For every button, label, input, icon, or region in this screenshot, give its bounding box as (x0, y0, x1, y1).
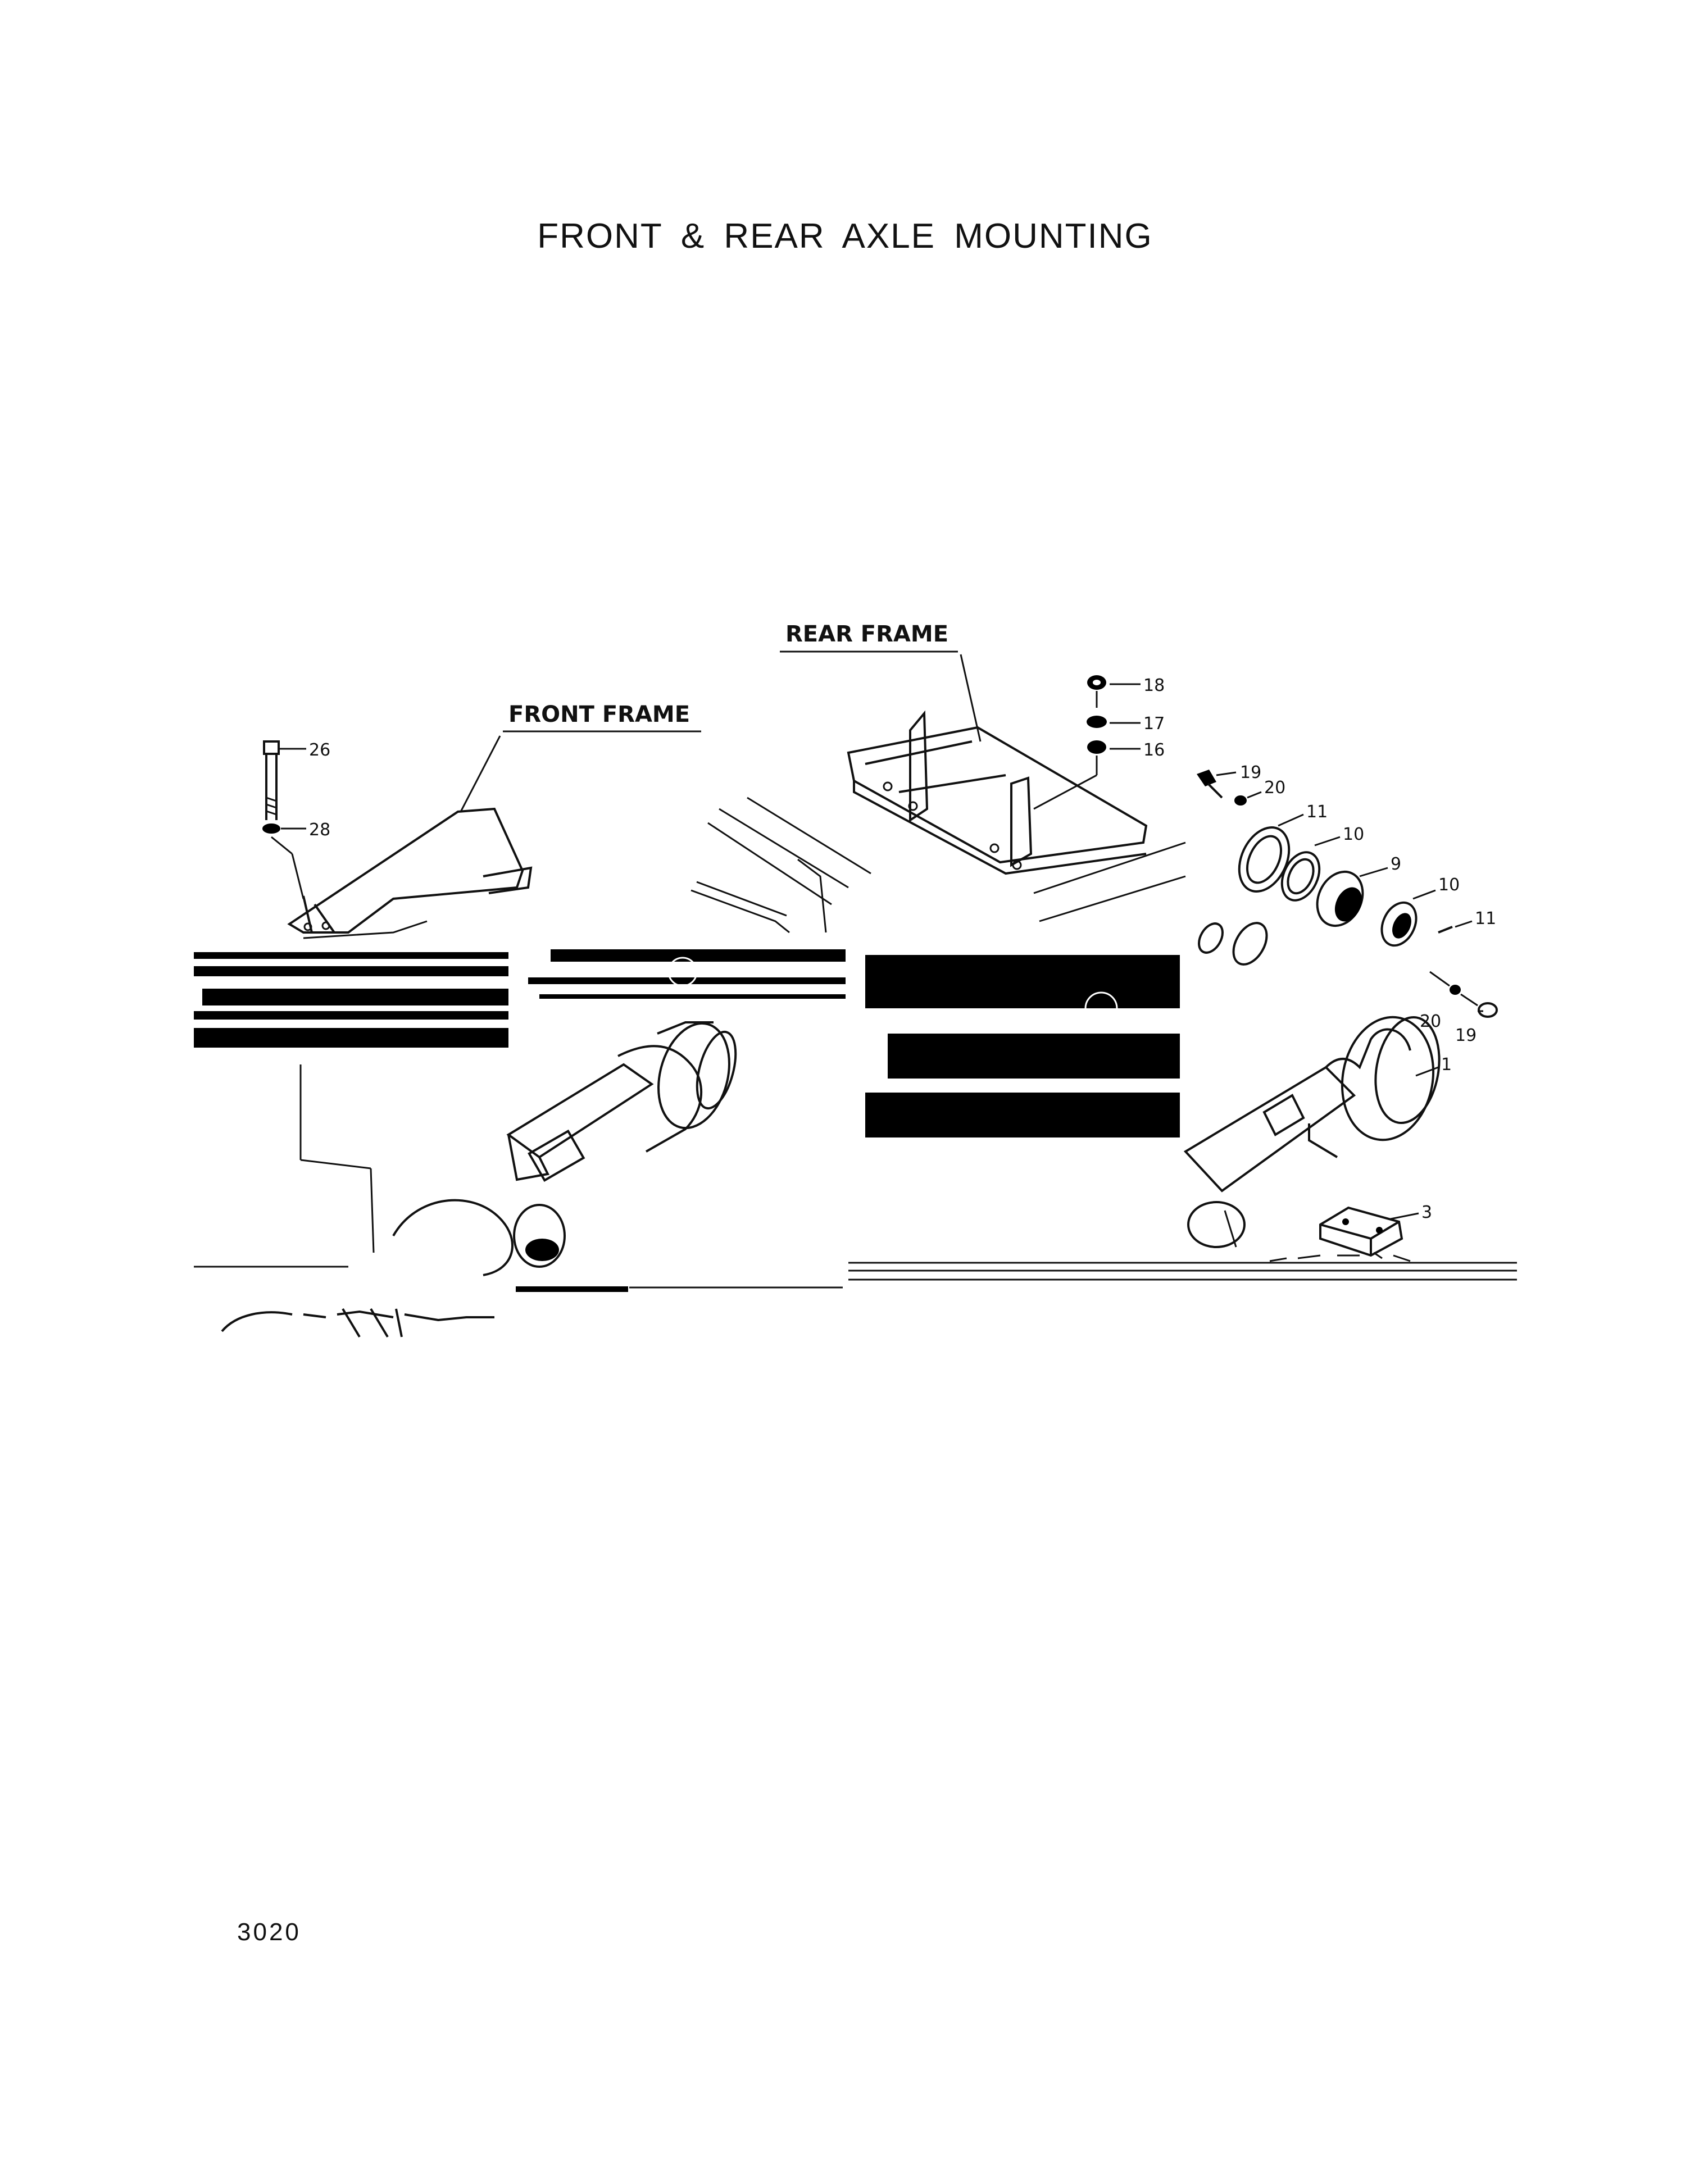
callout-16: 16 (1143, 740, 1165, 760)
bushing-9 (1316, 867, 1388, 927)
page-title: FRONT & REAR AXLE MOUNTING (537, 217, 1153, 256)
callout-18: 18 (1143, 676, 1165, 695)
bushing-10-lower (1380, 889, 1436, 947)
callout-20-lower: 20 (1420, 1012, 1441, 1031)
callout-19-upper: 19 (1240, 763, 1261, 782)
callout-1: 1 (1441, 1055, 1452, 1075)
plate-11-upper (1238, 813, 1304, 893)
bolt-26 (263, 740, 306, 820)
callout-26: 26 (309, 740, 330, 760)
callout-9: 9 (1391, 854, 1401, 874)
front-frame-label: FRONT FRAME (508, 702, 690, 727)
callout-11-upper: 11 (1306, 802, 1328, 822)
callout-28: 28 (309, 820, 330, 840)
washer-20-lower (1429, 971, 1478, 1007)
rear-frame-label: REAR FRAME (785, 621, 948, 647)
frame-body-lines (303, 797, 1186, 939)
front-frame-part (287, 807, 533, 934)
callout-20-upper: 20 (1264, 778, 1285, 798)
cap-3 (1319, 1206, 1419, 1257)
cap-hardware-dashes (1269, 1252, 1411, 1262)
callout-10-lower: 10 (1438, 875, 1460, 895)
callout-10-upper: 10 (1343, 825, 1364, 844)
callout-19-lower: 19 (1455, 1026, 1477, 1045)
scan-banding (194, 949, 1517, 1292)
washer-28 (262, 823, 306, 899)
washer-20-upper (1234, 791, 1262, 806)
plate-11-lower (1438, 920, 1473, 934)
page-number: 3020 (237, 1918, 301, 1946)
pin-1-leader (1415, 1066, 1439, 1077)
bolt-19-lower (1478, 1002, 1498, 1018)
callout-11-lower: 11 (1475, 909, 1496, 929)
bolt-19-upper (1197, 770, 1237, 799)
callout-17: 17 (1143, 714, 1165, 734)
front-frame-leader (460, 735, 501, 812)
washer-17 (1087, 716, 1141, 728)
rear-axle-housing (1183, 922, 1441, 1248)
front-axle-housing (221, 1021, 737, 1338)
callout-3: 3 (1421, 1203, 1432, 1222)
rear-frame-part (847, 710, 1148, 875)
nut-18 (1087, 675, 1141, 708)
bushing-10-upper (1280, 836, 1341, 902)
spacer-16 (1033, 740, 1141, 810)
